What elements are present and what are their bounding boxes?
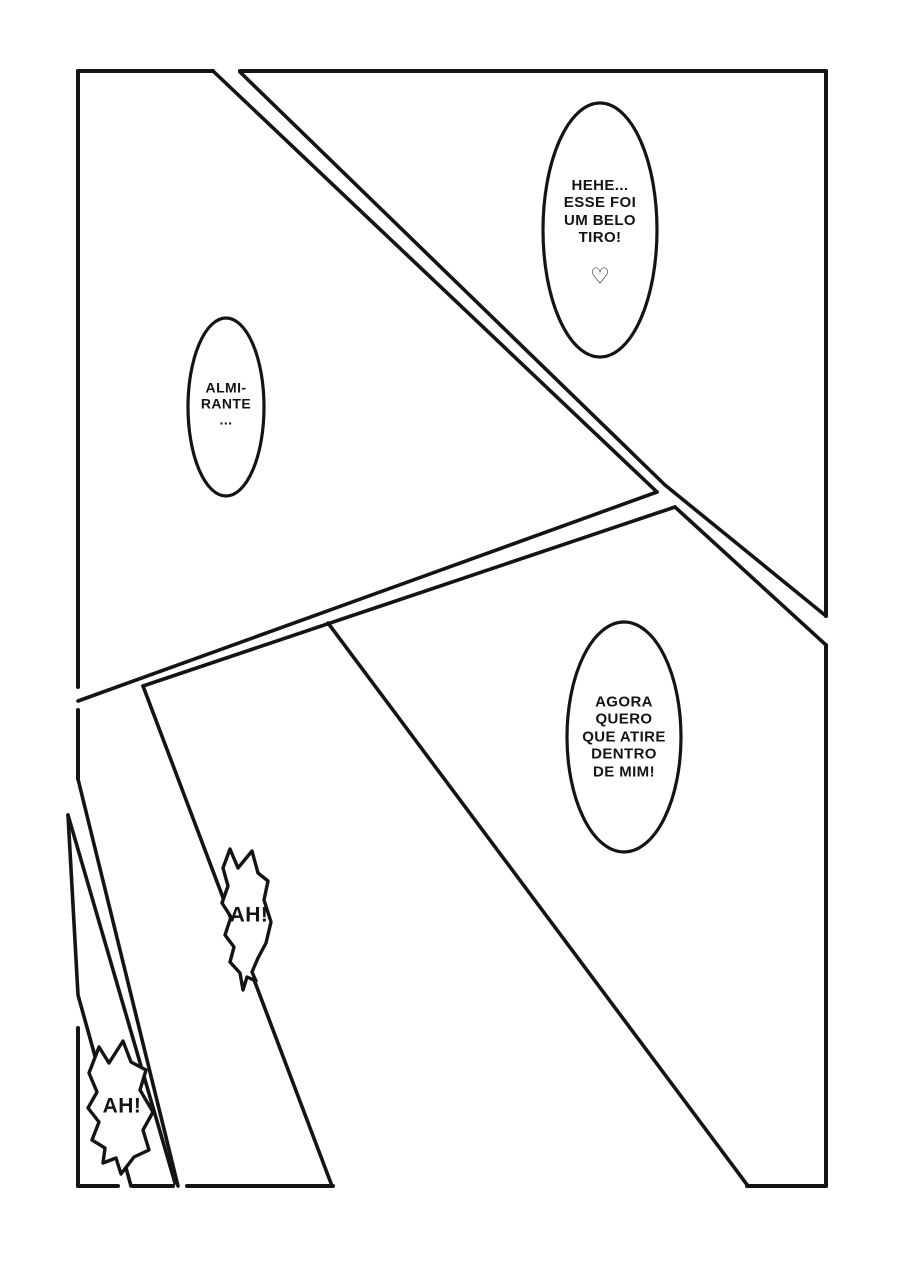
speech-bubble-hehe	[541, 101, 659, 359]
shout-bubble-ah-upper	[220, 847, 273, 992]
gutter-line-panel2-left-edge	[238, 70, 667, 487]
panel3-top-edge	[141, 505, 677, 688]
sliver-line	[66, 813, 177, 1185]
panel-divider-steep	[326, 621, 750, 1188]
speech-bubble-agora	[565, 620, 683, 854]
panel1-bottom-edge	[76, 490, 659, 703]
shout-bubble-ah-lower	[86, 1039, 155, 1176]
page-border	[76, 69, 828, 1188]
sliver-line	[76, 777, 180, 1188]
panel2-bottom-edge	[663, 483, 828, 618]
panel4-top-edge	[673, 505, 828, 647]
gutter-line-panel1-right-edge	[211, 69, 659, 494]
speech-bubble-almirante	[186, 316, 266, 498]
panel-gutters	[66, 69, 828, 1188]
